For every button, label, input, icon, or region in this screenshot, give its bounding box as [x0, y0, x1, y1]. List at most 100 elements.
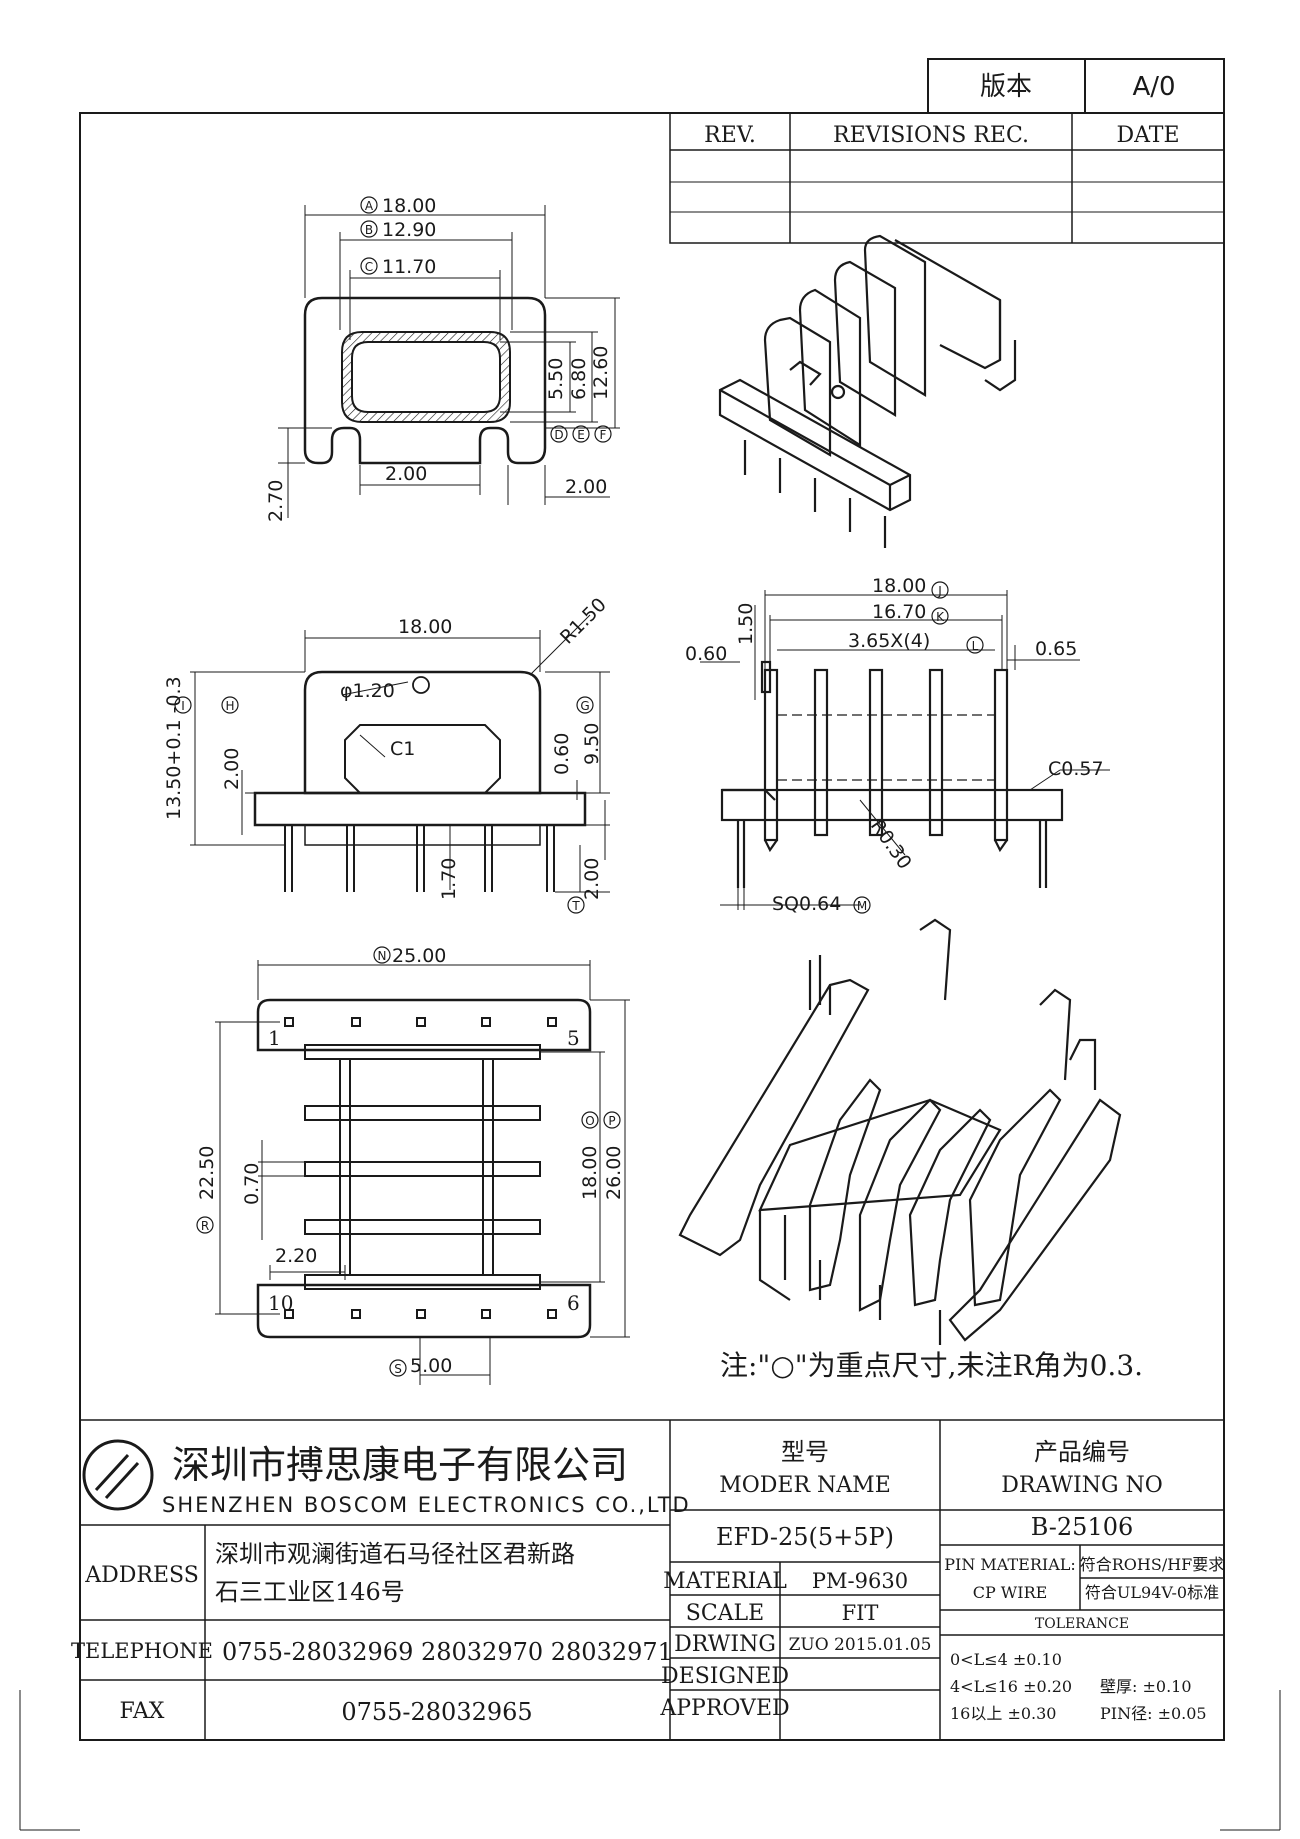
marker-o: O — [585, 1114, 594, 1128]
front-base-lower — [304, 824, 541, 846]
dim-side-chamfer: C0.57 — [1048, 758, 1104, 780]
marker-i: I — [181, 699, 185, 713]
address-line-1: 深圳市观澜街道石马径社区君新路 — [215, 1540, 575, 1568]
dim-chamfer: C1 — [390, 738, 415, 760]
dim-side-right: 0.65 — [1035, 638, 1077, 660]
dim-bottom-offset: 2.20 — [275, 1245, 317, 1267]
marker-r: R — [201, 1219, 209, 1233]
company-logo — [82, 1439, 154, 1511]
address-label: ADDRESS — [84, 1563, 199, 1588]
wall-tolerance: 壁厚: ±0.10 — [1100, 1677, 1192, 1696]
tolerance-row-1: 0<L≤4 ±0.10 — [950, 1650, 1062, 1669]
dim-slot-width: 2.00 — [385, 463, 427, 485]
tolerance-label: TOLERANCE — [1035, 1616, 1129, 1632]
cp-wire-label: CP WIRE — [973, 1583, 1048, 1602]
revision-table: REV. REVISIONS REC. DATE — [669, 112, 1225, 244]
marker-b: B — [365, 223, 373, 237]
marker-t: T — [571, 899, 580, 913]
date-header: DATE — [1116, 123, 1179, 148]
front-window — [344, 724, 501, 794]
revisions-header: REVISIONS REC. — [833, 123, 1029, 148]
marker-j: J — [937, 584, 942, 598]
dim-side-left: 0.60 — [685, 643, 727, 665]
dim-bottom-p: 26.00 — [603, 1146, 625, 1200]
dim-side-flange: 1.50 — [735, 603, 757, 645]
dim-c: 11.70 — [382, 256, 436, 278]
scale-label: SCALE — [686, 1601, 764, 1626]
dim-side-j: 18.00 — [872, 575, 926, 597]
top-view: A B C D E F 18.00 12.90 11.70 5.50 6.80 … — [265, 195, 620, 522]
fax-label: FAX — [120, 1699, 165, 1724]
dim-slot-right: 2.00 — [565, 476, 607, 498]
version-label: 版本 — [980, 72, 1032, 102]
dim-bottom-r: 22.50 — [196, 1146, 218, 1200]
bottom-bottom-rail — [256, 1283, 592, 1339]
marker-e: E — [577, 428, 585, 442]
front-base — [253, 791, 587, 827]
marker-k: K — [936, 610, 945, 624]
drwing-label: DRWING — [674, 1632, 776, 1657]
dim-d: 5.50 — [545, 358, 567, 400]
scale-value: FIT — [842, 1601, 879, 1625]
marker-s: S — [394, 1362, 402, 1376]
dim-a: 18.00 — [382, 195, 436, 217]
dim-front-g: 9.50 — [581, 723, 603, 765]
dim-bottom-s: 5.00 — [410, 1355, 452, 1377]
pin-label-1: 1 — [268, 1026, 281, 1050]
dim-side-l: 3.65X(4) — [848, 630, 930, 652]
version-value: A/0 — [1132, 72, 1175, 102]
marker-l: L — [972, 639, 979, 653]
tolerance-row-2: 4<L≤16 ±0.20 — [950, 1677, 1072, 1696]
marker-d: D — [554, 428, 563, 442]
company-name-cn: 深圳市搏思康电子有限公司 — [172, 1443, 628, 1487]
marker-m: M — [857, 899, 867, 913]
front-view: I H G T 18.00 R1.50 φ1.20 C1 0.60 9.50 2… — [163, 594, 611, 914]
model-value: EFD-25(5+5P) — [716, 1523, 894, 1551]
dim-bottom-n: 25.00 — [392, 945, 446, 967]
dim-bottom-gap: 0.70 — [241, 1163, 263, 1205]
address-line-2: 石三工业区146号 — [215, 1578, 405, 1606]
designed-label: DESIGNED — [661, 1664, 789, 1689]
model-label-en: MODER NAME — [719, 1473, 891, 1498]
bottom-top-rail — [256, 998, 592, 1052]
marker-p: P — [608, 1114, 615, 1128]
sheet-border — [79, 112, 1225, 1741]
drawing-label-en: DRAWING NO — [1001, 1473, 1163, 1498]
dim-e: 6.80 — [568, 358, 590, 400]
pin-label-6: 6 — [567, 1291, 580, 1315]
telephone-value: 0755-28032969 28032970 28032971 — [222, 1638, 673, 1666]
drawing-note: 注:"○"为重点尺寸,未注R角为0.3. — [720, 1349, 1143, 1382]
dim-pin-hole: φ1.20 — [340, 680, 395, 702]
dim-front-h: 2.00 — [221, 748, 243, 790]
dim-front-width: 18.00 — [398, 616, 452, 638]
pin-material-value: 符合ROHS/HF要求 — [1080, 1555, 1225, 1574]
pin-label-5: 5 — [567, 1026, 580, 1050]
corner-marks — [19, 1690, 1281, 1831]
fax-value: 0755-28032965 — [341, 1698, 532, 1726]
material-label: MATERIAL — [663, 1569, 787, 1594]
drwing-value: ZUO 2015.01.05 — [789, 1635, 932, 1655]
pin-material-label: PIN MATERIAL: — [944, 1555, 1076, 1574]
pin-hole-circle — [412, 676, 430, 694]
dim-front-gap: 0.60 — [551, 733, 573, 775]
dim-front-radius: R1.50 — [556, 594, 611, 649]
pin-dia-tolerance: PIN径: ±0.05 — [1100, 1704, 1207, 1723]
top-view-outline — [303, 296, 547, 465]
dim-front-i: 13.50+0.1 -0.3 — [163, 676, 185, 820]
marker-c: C — [365, 260, 373, 274]
bottom-view: N O P R S 25.00 22.50 18.00 26.00 0.70 2… — [196, 945, 630, 1385]
marker-n: N — [378, 949, 387, 963]
title-block: 深圳市搏思康电子有限公司 SHENZHEN BOSCOM ELECTRONICS… — [71, 1419, 1225, 1740]
side-view: J K L M 18.00 16.70 3.65X(4) 1.50 0.60 0… — [685, 575, 1110, 915]
marker-h: H — [225, 699, 234, 713]
drawing-value: B-25106 — [1031, 1513, 1134, 1541]
material-value: PM-9630 — [812, 1569, 908, 1593]
version-box: 版本 A/0 — [927, 58, 1225, 114]
dim-bottom-o: 18.00 — [579, 1146, 601, 1200]
marker-f: F — [600, 428, 607, 442]
dim-side-radius: R0.30 — [866, 815, 916, 873]
dim-b: 12.90 — [382, 219, 436, 241]
dim-side-k: 16.70 — [872, 601, 926, 623]
iso-view-bottom — [678, 918, 1122, 1345]
